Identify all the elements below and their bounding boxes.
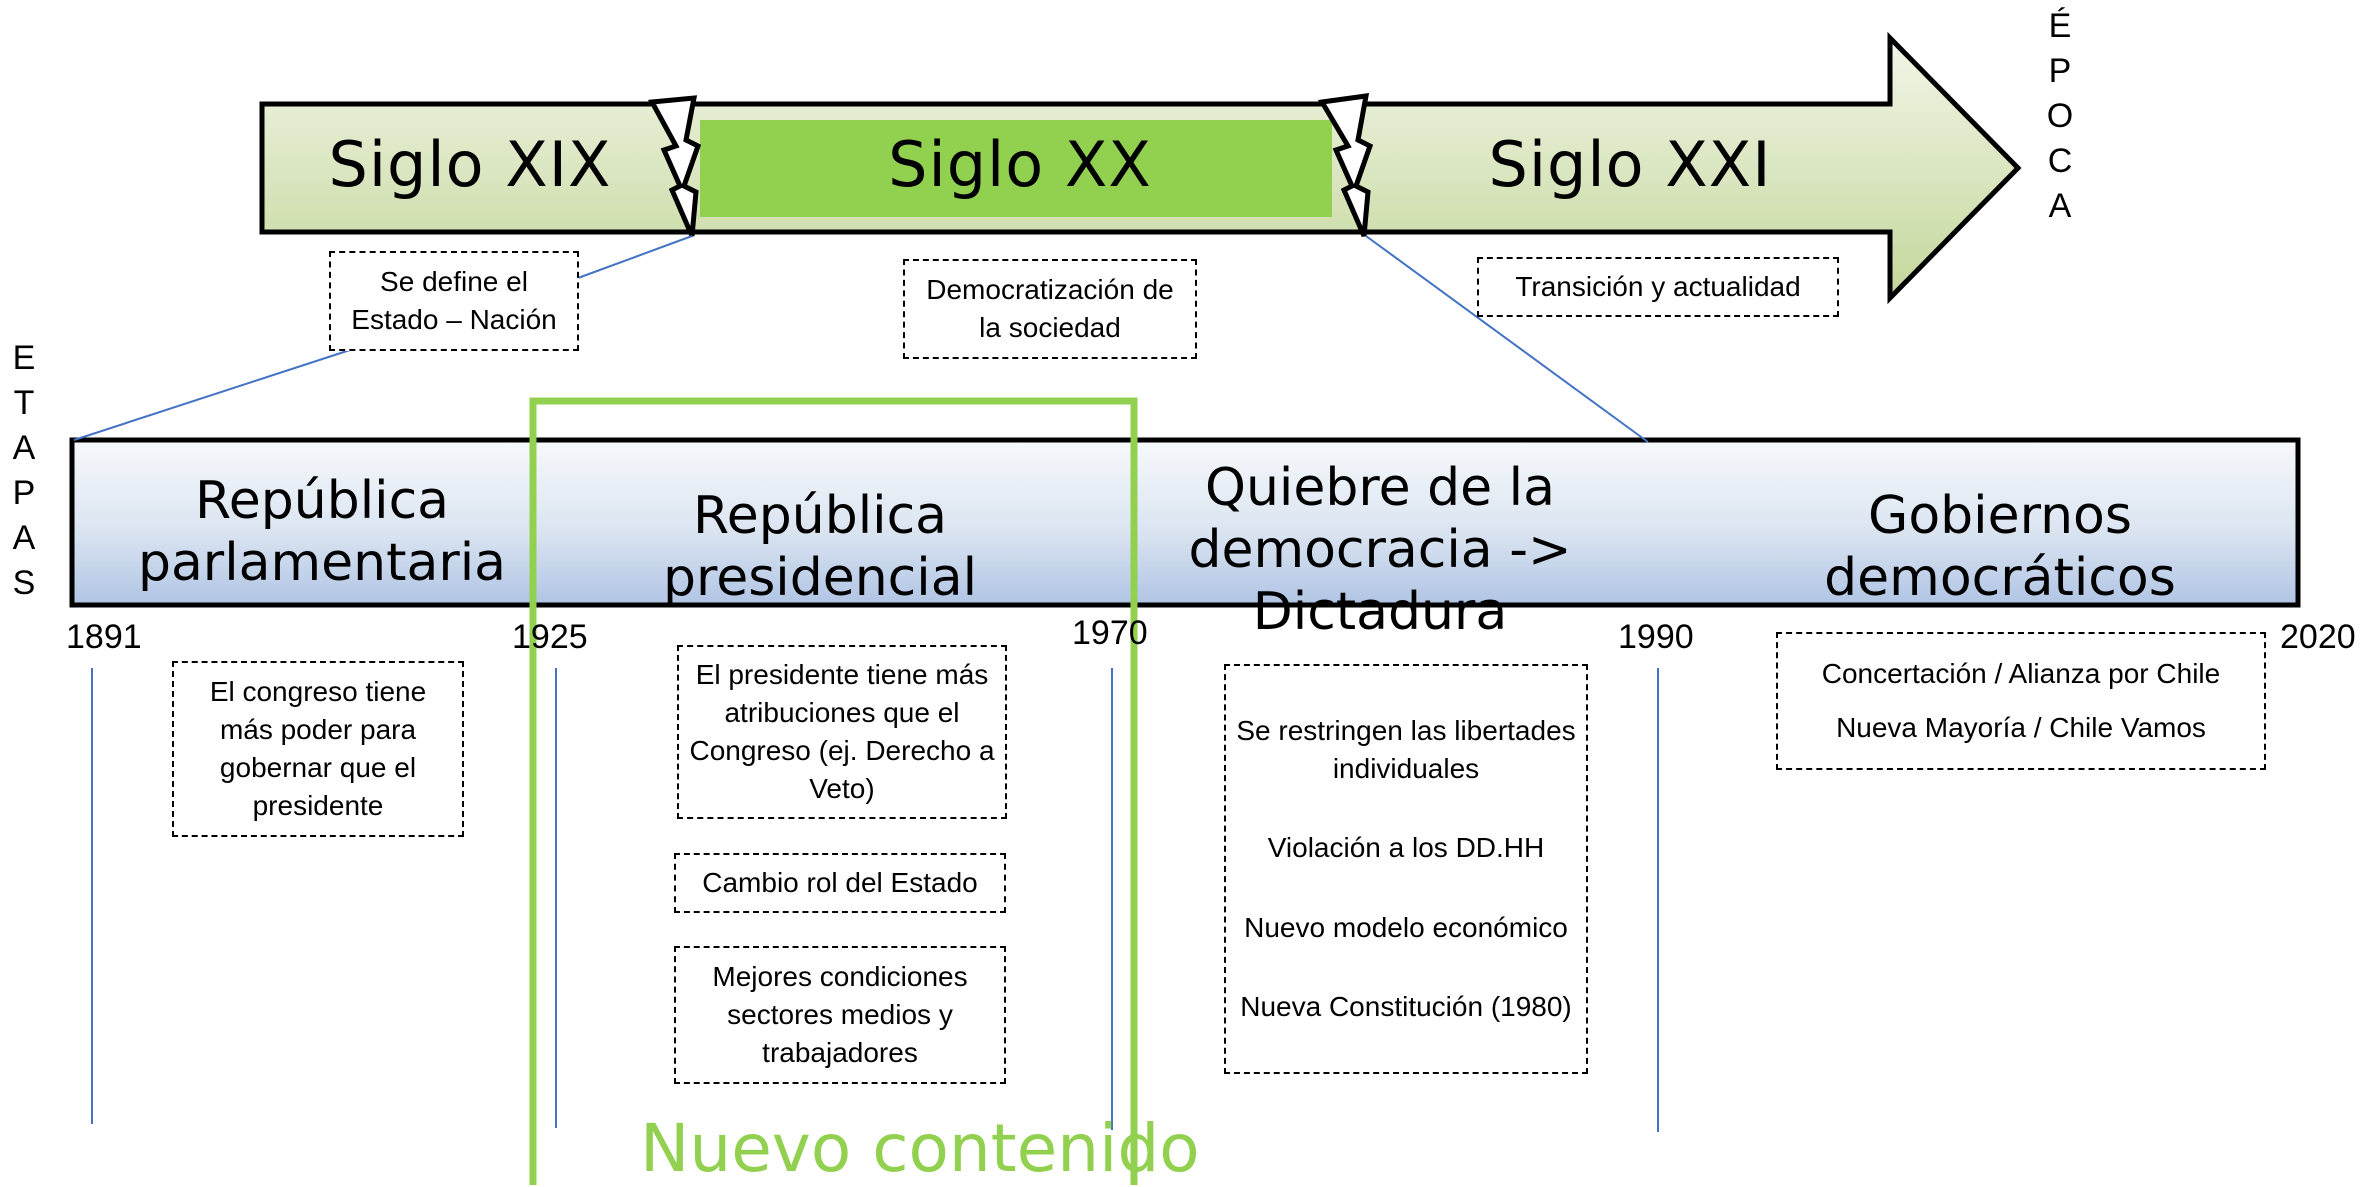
note-dictadura-item: Violación a los DD.HH: [1267, 832, 1545, 864]
era-siglo-xix: Siglo XIX: [328, 128, 612, 201]
new-content-label: Nuevo contenido: [640, 1110, 1200, 1187]
era-note-xxi: Transición y actualidad: [1477, 257, 1839, 317]
era-siglo-xxi: Siglo XXI: [1488, 128, 1772, 201]
note-dictadura-item: Se restringen las libertades individuale…: [1236, 714, 1576, 784]
stage-presidencial: República presidencial: [662, 486, 978, 608]
new-content-frame: [529, 397, 1138, 1185]
stage-bar: [69, 437, 2301, 608]
year-2020: 2020: [2280, 618, 2356, 656]
siglo-xx-highlight: [700, 120, 1332, 217]
note-dictadura-item: Nuevo modelo económico: [1244, 911, 1568, 943]
era-note-xix: Se define el Estado – Nación: [329, 251, 579, 351]
divider-bolt-1: [647, 95, 702, 237]
note-presidencial-1: El presidente tiene más atribuciones que…: [677, 645, 1007, 819]
connector-line: [577, 235, 693, 279]
connector-line: [1365, 235, 1649, 443]
year-1990: 1990: [1618, 618, 1694, 656]
stages-label: E T A P A S: [12, 339, 36, 602]
epoch-label: É P O C A: [2046, 7, 2074, 225]
note-democraticos: Concertación / Alianza por Chile Nueva M…: [1776, 632, 2266, 770]
note-democraticos-item: Nueva Mayoría / Chile Vamos: [1836, 712, 2206, 744]
era-note-xx: Democratización de la sociedad: [903, 259, 1197, 359]
year-1925: 1925: [512, 618, 588, 656]
year-1970: 1970: [1072, 614, 1148, 652]
era-siglo-xx: Siglo XX: [888, 128, 1152, 201]
note-parlamentaria: El congreso tiene más poder para goberna…: [172, 661, 464, 837]
stage-parlamentaria: República parlamentaria: [137, 471, 507, 593]
divider-bolt-2: [1317, 93, 1374, 237]
stage-democraticos: Gobiernos democráticos: [1824, 486, 2176, 608]
connector-line: [73, 349, 351, 441]
note-presidencial-3: Mejores condiciones sectores medios y tr…: [674, 946, 1006, 1084]
note-dictadura-item: Nueva Constitución (1980): [1240, 991, 1572, 1023]
year-1891: 1891: [66, 618, 142, 656]
note-presidencial-2: Cambio rol del Estado: [674, 853, 1006, 913]
stage-dictadura: Quiebre de la democracia -> Dictadura: [1188, 458, 1572, 642]
note-dictadura: Se restringen las libertades individuale…: [1224, 664, 1588, 1074]
note-democraticos-item: Concertación / Alianza por Chile: [1821, 657, 2221, 689]
